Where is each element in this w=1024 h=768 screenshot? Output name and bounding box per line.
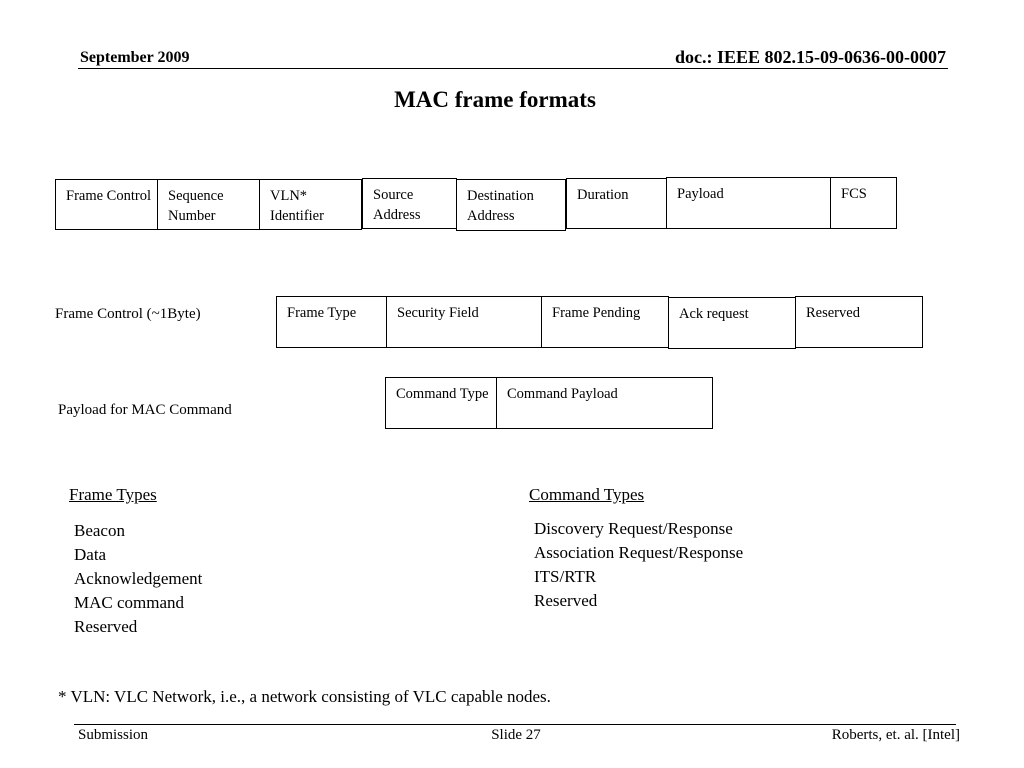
frame-control-label: Frame Control (~1Byte) (55, 306, 201, 322)
field-command-payload: Command Payload (496, 377, 713, 429)
footer-submission: Submission (78, 727, 149, 743)
field-frame-pending: Frame Pending (541, 296, 669, 348)
slide-title: MAC frame formats (394, 87, 596, 112)
field-fcs: FCS (830, 177, 897, 229)
command-types-heading: Command Types (529, 485, 645, 504)
vln-footnote: * VLN: VLC Network, i.e., a network cons… (58, 687, 551, 706)
list-item: Reserved (534, 591, 598, 610)
list-item: Association Request/Response (534, 543, 744, 562)
payload-command-label: Payload for MAC Command (58, 402, 232, 418)
field-frame-control: Frame Control (55, 179, 159, 230)
field-frame-type: Frame Type (276, 296, 387, 348)
list-item: Beacon (74, 521, 125, 540)
command-types-list: Discovery Request/Response Association R… (534, 517, 743, 613)
field-sequence-number: Sequence Number (157, 179, 260, 230)
field-command-type: Command Type (385, 377, 497, 429)
footer-authors: Roberts, et. al. [Intel] (831, 727, 960, 743)
field-destination-address: Destination Address (456, 179, 566, 231)
header-date: September 2009 (80, 49, 190, 66)
list-item: Reserved (74, 617, 138, 636)
header-doc-id: doc.: IEEE 802.15-09-0636-00-0007 (675, 47, 946, 67)
field-source-address: Source Address (362, 178, 457, 229)
field-reserved: Reserved (795, 296, 923, 348)
field-payload: Payload (666, 177, 831, 229)
footer-divider (74, 724, 956, 725)
list-item: MAC command (74, 593, 185, 612)
frame-types-heading: Frame Types (69, 485, 157, 504)
field-ack-request: Ack request (668, 297, 796, 349)
header-divider (78, 68, 948, 69)
list-item: ITS/RTR (534, 567, 597, 586)
frame-types-list: Beacon Data Acknowledgement MAC command … (74, 519, 202, 639)
field-duration: Duration (566, 178, 667, 229)
list-item: Acknowledgement (74, 569, 203, 588)
footer-slide-number: Slide 27 (491, 727, 541, 743)
field-security-field: Security Field (386, 296, 542, 348)
list-item: Data (74, 545, 107, 564)
list-item: Discovery Request/Response (534, 519, 733, 538)
field-vln-identifier: VLN* Identifier (259, 179, 362, 230)
